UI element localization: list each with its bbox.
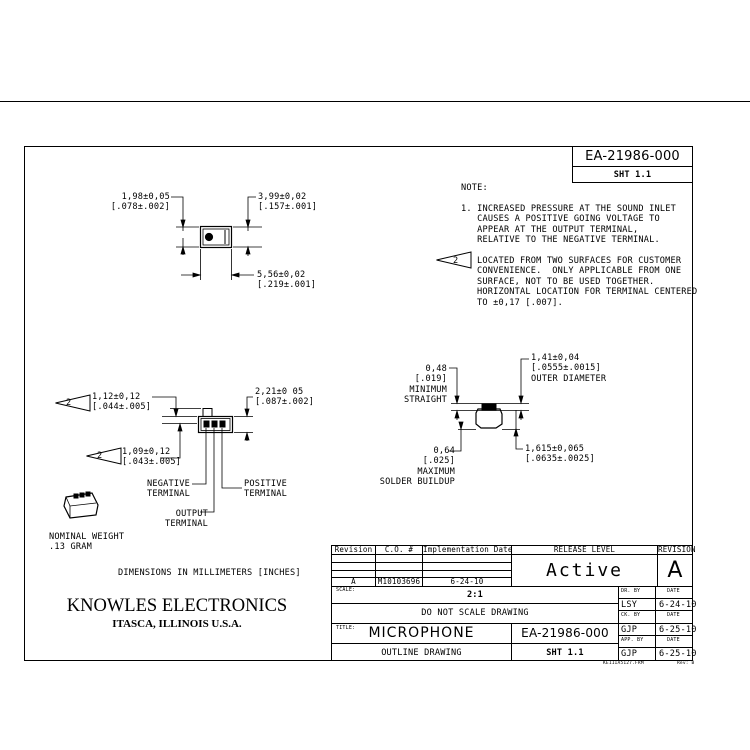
dim-1-09: 1,09±0,12 [.043±.005] bbox=[122, 447, 182, 468]
form-number: KE11IA5127.FRM bbox=[603, 661, 644, 666]
title-sheet: SHT 1.1 bbox=[546, 648, 584, 658]
title-drawing-number: EA-21986-000 bbox=[521, 626, 609, 640]
flag-upper-number: 2 bbox=[66, 398, 72, 408]
rev-row-co: M10103696 bbox=[377, 577, 421, 586]
title-label: TITLE: bbox=[336, 625, 356, 631]
title-subtitle: OUTLINE DRAWING bbox=[381, 648, 462, 658]
rev-row-revision: A bbox=[351, 577, 356, 586]
app-date-label: DATE bbox=[667, 637, 680, 643]
release-level-value: Active bbox=[545, 560, 624, 581]
note-2: LOCATED FROM TWO SURFACES FOR CUSTOMER C… bbox=[477, 256, 698, 308]
weight-part-sketch bbox=[63, 491, 99, 519]
form-revision: Rev: B bbox=[677, 661, 695, 666]
rev-header-revision: Revision bbox=[334, 545, 373, 554]
end-view-dimensions bbox=[152, 396, 253, 513]
negative-terminal-label: NEGATIVE TERMINAL bbox=[147, 479, 190, 500]
dim-height-3-99: 3,99±0,02 [.157±.001] bbox=[258, 192, 318, 213]
sheet-number-header: SHT 1.1 bbox=[613, 170, 652, 180]
top-view-dimensions bbox=[171, 196, 262, 280]
dim-2-21: 2,21±0 05 [.087±.002] bbox=[255, 387, 315, 408]
dim-1-12: 1,12±0,12 [.044±.005] bbox=[92, 392, 152, 413]
flag-dim-upper bbox=[55, 394, 91, 412]
flag-note bbox=[436, 251, 472, 269]
app-date-value: 6-25-10 bbox=[659, 649, 697, 659]
do-not-scale: DO NOT SCALE DRAWING bbox=[421, 608, 529, 618]
ck-by-label: CK. BY bbox=[621, 612, 641, 618]
flag-lower-number: 2 bbox=[97, 451, 103, 461]
ck-date-label: DATE bbox=[667, 612, 680, 618]
dr-date-value: 6-24-10 bbox=[659, 600, 697, 610]
flag-dim-lower bbox=[86, 447, 122, 465]
release-level-header: RELEASE LEVEL bbox=[553, 545, 616, 554]
scale-value: 2:1 bbox=[466, 590, 484, 600]
app-by-label: APP. BY bbox=[621, 637, 644, 643]
note-flag-triangles bbox=[55, 251, 472, 465]
ck-by-value: GJP bbox=[621, 625, 638, 635]
dim-1-615: 1,615±0,065 [.0635±.0025] bbox=[525, 444, 595, 465]
top-view-part bbox=[199, 225, 233, 249]
flag-note-number: 2 bbox=[453, 256, 459, 266]
revision-value: A bbox=[667, 558, 683, 583]
dim-length-5-56: 5,56±0,02 [.219±.001] bbox=[257, 270, 317, 291]
title-block-lines bbox=[331, 545, 693, 661]
dr-date-label: DATE bbox=[667, 588, 680, 594]
nominal-weight: NOMINAL WEIGHT .13 GRAM bbox=[49, 532, 125, 553]
rev-header-co: C.O. # bbox=[384, 545, 414, 554]
dr-by-value: LSY bbox=[621, 600, 638, 610]
dim-solder-buildup: 0,64 [.025] MAXIMUM SOLDER BUILDUP bbox=[379, 446, 455, 488]
app-by-value: GJP bbox=[621, 649, 638, 659]
dim-min-straight: 0,48 [.019] MINIMUM STRAIGHT bbox=[404, 364, 447, 406]
side-view-dimensions bbox=[449, 358, 529, 452]
dim-height-1-98: 1,98±0,05 [.078±.002] bbox=[110, 192, 170, 213]
rev-header-date: Implementation Date bbox=[423, 545, 513, 554]
top-title-box bbox=[572, 146, 692, 183]
dr-by-label: DR. BY bbox=[621, 588, 641, 594]
output-terminal-label: OUTPUT TERMINAL bbox=[165, 509, 208, 530]
rev-row-date: 6-24-10 bbox=[450, 577, 484, 586]
ck-date-value: 6-25-10 bbox=[659, 625, 697, 635]
end-view-part bbox=[197, 408, 234, 434]
positive-terminal-label: POSITIVE TERMINAL bbox=[244, 479, 287, 500]
company-location: ITASCA, ILLINOIS U.S.A. bbox=[112, 618, 242, 630]
dim-outer-diameter: 1,41±0,04 [.0555±.0015] OUTER DIAMETER bbox=[531, 353, 607, 384]
company-name: KNOWLES ELECTRONICS bbox=[66, 596, 288, 616]
revision-header: REVISION bbox=[658, 545, 696, 554]
drawing-number-header: EA-21986-000 bbox=[585, 149, 680, 164]
units-note: DIMENSIONS IN MILLIMETERS [INCHES] bbox=[118, 568, 301, 578]
scale-label: SCALE: bbox=[336, 587, 356, 593]
note-heading: NOTE: bbox=[461, 183, 488, 193]
title-microphone: MICROPHONE bbox=[368, 625, 475, 641]
note-1: 1. INCREASED PRESSURE AT THE SOUND INLET… bbox=[461, 204, 676, 246]
